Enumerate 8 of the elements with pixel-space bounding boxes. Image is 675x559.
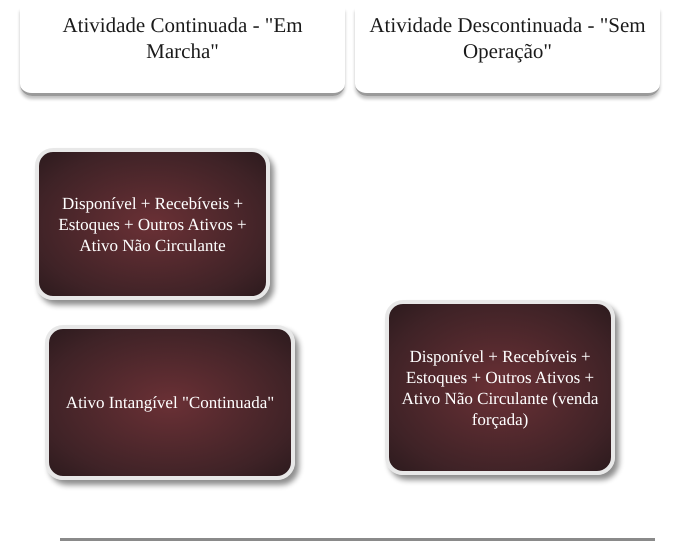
header-text: Atividade Continuada - "Em Marcha" [61,12,304,64]
box-text: Disponível + Recebíveis + Estoques + Outros Ativos + Ativo Não Circulante [57,192,248,256]
asset-box [45,325,295,480]
asset-box [35,148,270,300]
asset-box [385,300,615,475]
header-text: Atividade Descontinuada - "Sem Operação" [368,12,647,64]
box-text: Disponível + Recebíveis + Estoques + Outros Ativos + Ativo Não Circulante (venda forçada) [400,346,600,430]
box-text: Ativo Intangível "Continuada" [64,392,276,413]
